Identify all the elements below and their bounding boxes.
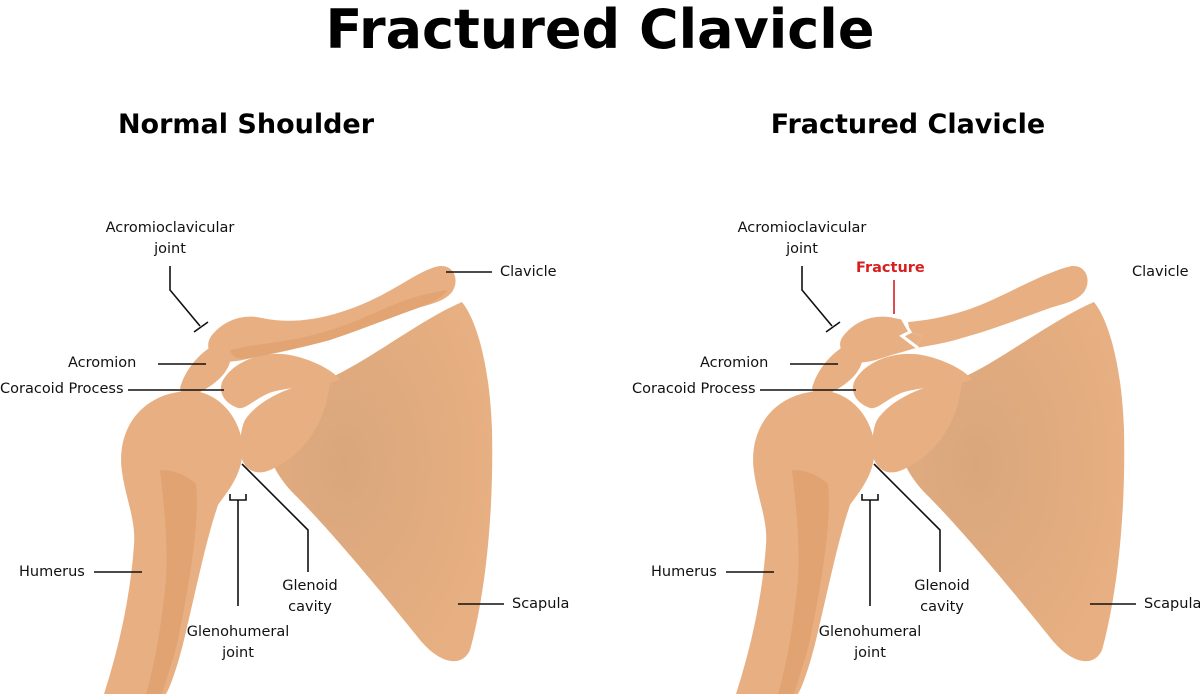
coracoid-process-label: Coracoid Process: [0, 381, 124, 397]
ac-joint-leader: [169, 266, 209, 333]
glenohumeral-leader: [229, 494, 247, 606]
normal-shoulder-title: Normal Shoulder: [117, 109, 375, 140]
ac-joint-leader: [801, 266, 841, 333]
main-title: Fractured Clavicle: [325, 0, 875, 61]
scapula-neck: [872, 378, 962, 473]
glenoid-cavity-label: Glenoid cavity: [914, 578, 970, 615]
acromion-label: Acromion: [68, 355, 137, 371]
coracoid-process-label: Coracoid Process: [632, 381, 756, 397]
clavicle-label: Clavicle: [1132, 264, 1189, 280]
glenohumeral-joint-label: Glenohumeral joint: [818, 624, 922, 661]
humerus-label: Humerus: [651, 564, 717, 580]
glenoid-leader: [241, 463, 309, 572]
humerus-label: Humerus: [19, 564, 85, 580]
ac-joint-label: Acromioclavicular joint: [737, 220, 867, 257]
ac-joint-label: Acromioclavicular joint: [105, 220, 235, 257]
normal-shoulder-panel: Acromioclavicular joint Clavicle Acromio…: [0, 220, 570, 694]
clavicle-bone: [208, 265, 456, 362]
scapula-neck: [240, 378, 330, 473]
coracoid-bone: [220, 353, 340, 409]
fractured-clavicle-title: Fractured Clavicle: [770, 109, 1046, 140]
humerus-shadow: [778, 470, 829, 694]
fractured-clavicle-panel: Acromioclavicular joint Fracture Clavicl…: [632, 0, 1200, 694]
normal-shoulder-illustration: [94, 265, 504, 694]
coracoid-bone: [852, 353, 972, 409]
scapula-label: Scapula: [512, 596, 570, 612]
clavicle-medial-fragment: [908, 265, 1088, 348]
humerus-shadow: [146, 470, 197, 694]
scapula-label: Scapula: [1144, 596, 1200, 612]
glenohumeral-leader: [861, 494, 879, 606]
clavicle-shadow: [230, 290, 448, 359]
fractured-clavicle-illustration: [726, 265, 1136, 694]
acromion-label: Acromion: [700, 355, 769, 371]
fracture-line: [899, 317, 919, 350]
glenohumeral-joint-label: Glenohumeral joint: [186, 624, 290, 661]
clavicle-label: Clavicle: [500, 264, 557, 280]
glenoid-cavity-label: Glenoid cavity: [282, 578, 338, 615]
clavicle-lateral-fragment: [840, 316, 922, 363]
glenoid-leader: [873, 463, 941, 572]
fracture-label: Fracture: [856, 260, 925, 276]
